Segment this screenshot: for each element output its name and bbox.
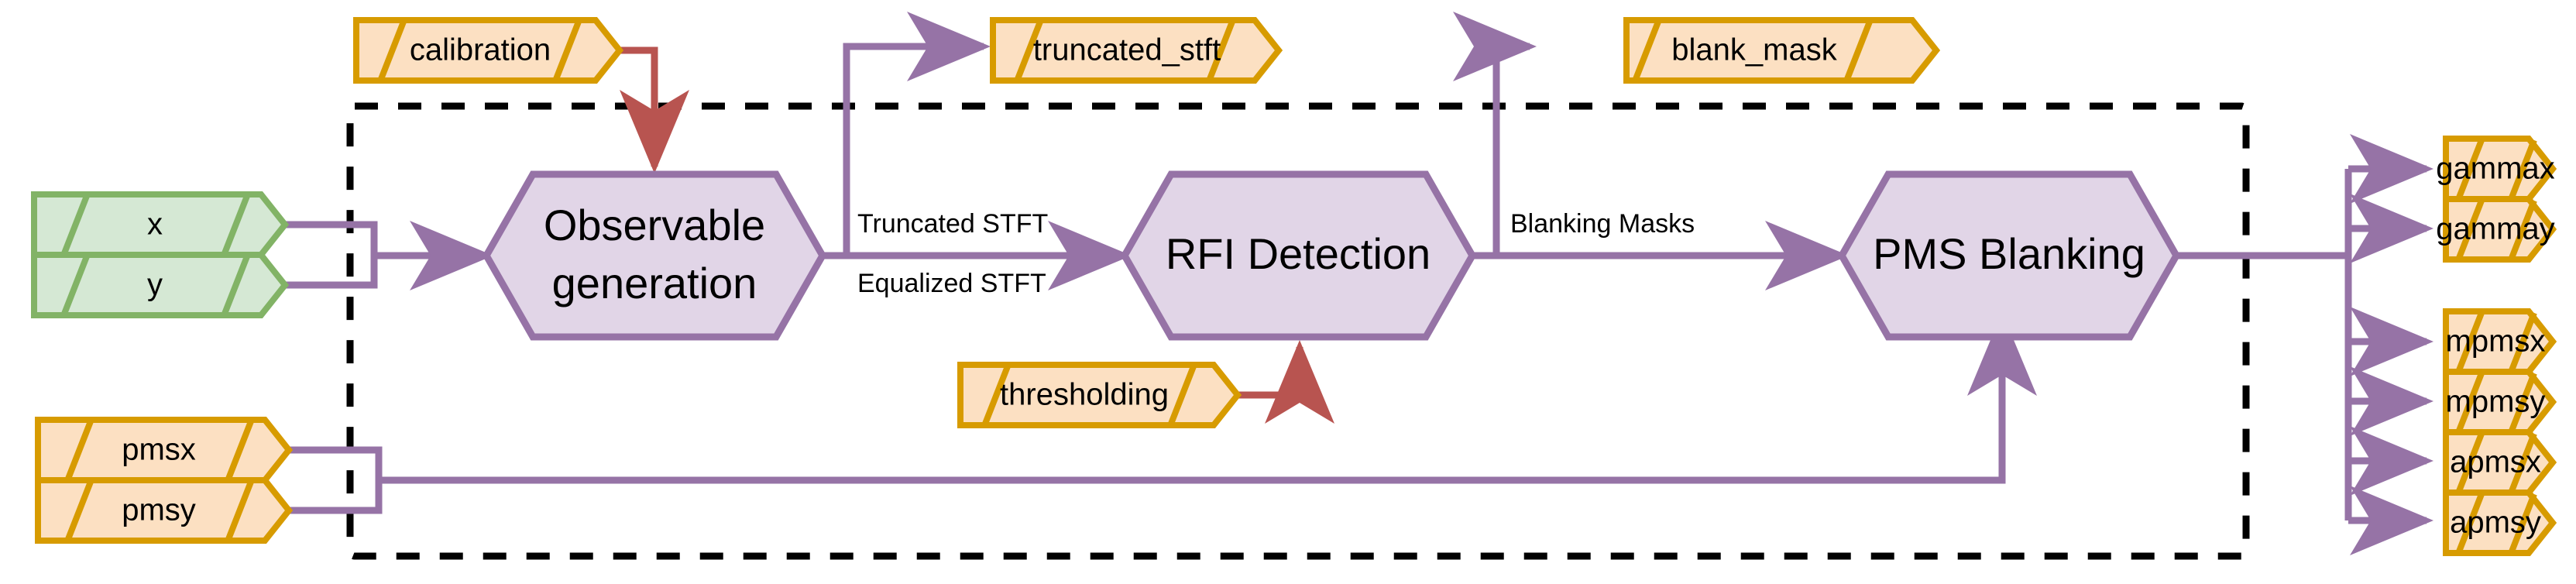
data-node-mpmsy-slash-left xyxy=(2456,372,2485,432)
data-node-thresholding-shape xyxy=(957,362,1242,428)
data-node-truncated-stft-label: truncated_stft xyxy=(1033,33,1221,67)
input-node-y-slash-left xyxy=(61,255,90,315)
edge-x-to-observable xyxy=(285,221,378,256)
input-node-y-slash-right xyxy=(222,255,250,315)
edge-group-red xyxy=(620,46,1334,424)
data-node-gammay[interactable]: gammay xyxy=(2436,196,2557,263)
data-node-gammay-slash-right xyxy=(2509,199,2537,259)
data-node-mpmsx-slash-left xyxy=(2456,311,2485,372)
data-node-calibration-label: calibration xyxy=(410,33,551,67)
data-node-gammax-slash-right xyxy=(2509,139,2537,199)
data-node-apmsy-slash-left xyxy=(2456,493,2485,553)
data-node-apmsx-slash-left xyxy=(2456,432,2485,493)
data-node-pmsx-shape xyxy=(35,417,294,483)
data-node-pmsx-slash-left xyxy=(65,420,94,480)
data-node-blank-mask-slash-right xyxy=(1844,20,1873,81)
input-node-x-shape xyxy=(31,191,290,258)
data-node-pmsy-shape xyxy=(35,477,294,544)
output-group-gamma: gammax gammay xyxy=(2436,136,2557,263)
input-node-x-slash-left xyxy=(61,194,90,255)
data-node-mpmsy-label: mpmsy xyxy=(2446,385,2546,419)
edge-pmsx-merge xyxy=(289,446,383,480)
data-node-gammax-slash-left xyxy=(2456,139,2485,199)
data-node-pmsy-slash-left xyxy=(65,480,94,541)
edge-calibration-to-observable xyxy=(620,46,689,173)
edge-label-blanking-masks: Blanking Masks xyxy=(1510,209,1695,239)
pms-input-group: pmsx pmsy xyxy=(35,417,294,544)
data-node-thresholding-slash-left xyxy=(982,365,1011,425)
edge-thresholding-to-rfi xyxy=(1238,340,1334,424)
edge-label-truncated-stft: Truncated STFT xyxy=(857,209,1048,239)
process-node-pms-blanking[interactable]: PMS Blanking xyxy=(1837,170,2181,341)
data-node-gammay-slash-left xyxy=(2456,199,2485,259)
data-node-mpmsx-label: mpmsx xyxy=(2446,325,2546,359)
input-node-x-slash-right xyxy=(222,194,250,255)
data-node-pmsy-slash-right xyxy=(225,480,254,541)
data-node-truncated-stft-slash-left xyxy=(1015,20,1043,81)
data-node-mpmsx-slash-right xyxy=(2509,311,2537,372)
data-node-mpmsy[interactable]: mpmsy xyxy=(2443,369,2557,435)
data-node-thresholding[interactable]: thresholding xyxy=(957,362,1242,428)
process-node-observable-generation-label-1: Observable xyxy=(544,201,765,249)
data-node-pmsx-slash-right xyxy=(225,420,254,480)
data-node-gammax[interactable]: gammax xyxy=(2436,136,2557,202)
data-node-pmsx[interactable]: pmsx xyxy=(35,417,294,483)
input-node-x-label: x xyxy=(147,208,163,242)
process-node-pms-blanking-label: PMS Blanking xyxy=(1873,229,2145,278)
input-node-y-shape xyxy=(31,252,290,318)
data-node-truncated-stft-shape xyxy=(990,17,1283,84)
data-node-truncated-stft-slash-right xyxy=(1207,20,1235,81)
data-node-mpmsx[interactable]: mpmsx xyxy=(2443,308,2557,375)
data-node-apmsy-label: apmsy xyxy=(2450,506,2541,540)
output-group-pms: mpmsx mpmsy apmsx apmsy xyxy=(2443,308,2557,556)
input-node-y[interactable]: y xyxy=(31,252,290,318)
edge-label-equalized-stft: Equalized STFT xyxy=(857,269,1046,298)
data-node-calibration-slash-left xyxy=(378,20,407,81)
data-node-thresholding-slash-right xyxy=(1168,365,1197,425)
data-node-apmsy-slash-right xyxy=(2509,493,2537,553)
data-node-calibration-slash-right xyxy=(553,20,582,81)
process-node-rfi-detection-label: RFI Detection xyxy=(1166,229,1431,278)
process-node-observable-generation-label-2: generation xyxy=(552,259,757,307)
edge-rfi-to-blank-mask xyxy=(1453,12,1537,256)
process-node-observable-generation[interactable]: Observable generation xyxy=(482,170,827,341)
process-node-pms-blanking-shape xyxy=(1837,170,2181,341)
data-node-thresholding-label: thresholding xyxy=(1000,378,1169,412)
data-node-calibration-shape xyxy=(353,17,624,84)
data-node-apmsy[interactable]: apmsy xyxy=(2443,490,2557,556)
edge-observable-to-truncated-stft xyxy=(843,12,991,256)
input-node-x[interactable]: x xyxy=(31,191,290,258)
process-node-rfi-detection-shape xyxy=(1120,170,1477,341)
edge-pms-inputs-to-pms-blanking xyxy=(379,312,2037,484)
edge-group-purple xyxy=(285,12,2433,555)
data-node-pmsy-label: pmsy xyxy=(122,493,196,527)
data-node-pmsy[interactable]: pmsy xyxy=(35,477,294,544)
data-node-gammax-label: gammax xyxy=(2436,152,2554,186)
input-node-y-label: y xyxy=(147,268,163,302)
data-node-blank-mask-label: blank_mask xyxy=(1671,33,1837,67)
edge-pmsy-merge xyxy=(289,480,383,514)
data-node-blank-mask-slash-left xyxy=(1633,20,1661,81)
process-node-rfi-detection[interactable]: RFI Detection xyxy=(1120,170,1477,341)
data-node-apmsx[interactable]: apmsx xyxy=(2443,429,2557,496)
input-node-group: x y xyxy=(31,191,290,318)
process-node-observable-generation-shape xyxy=(482,170,827,341)
data-node-calibration[interactable]: calibration xyxy=(353,17,624,84)
edge-y-to-observable xyxy=(285,256,378,289)
data-node-blank-mask[interactable]: blank_mask xyxy=(1623,17,1941,84)
data-node-mpmsy-slash-right xyxy=(2509,372,2537,432)
data-node-blank-mask-shape xyxy=(1623,17,1941,84)
data-node-pmsx-label: pmsx xyxy=(122,433,196,467)
data-node-truncated-stft[interactable]: truncated_stft xyxy=(990,17,1283,84)
data-node-apmsx-label: apmsx xyxy=(2450,445,2541,479)
data-node-gammay-label: gammay xyxy=(2436,212,2554,246)
data-node-apmsx-slash-right xyxy=(2509,432,2537,493)
